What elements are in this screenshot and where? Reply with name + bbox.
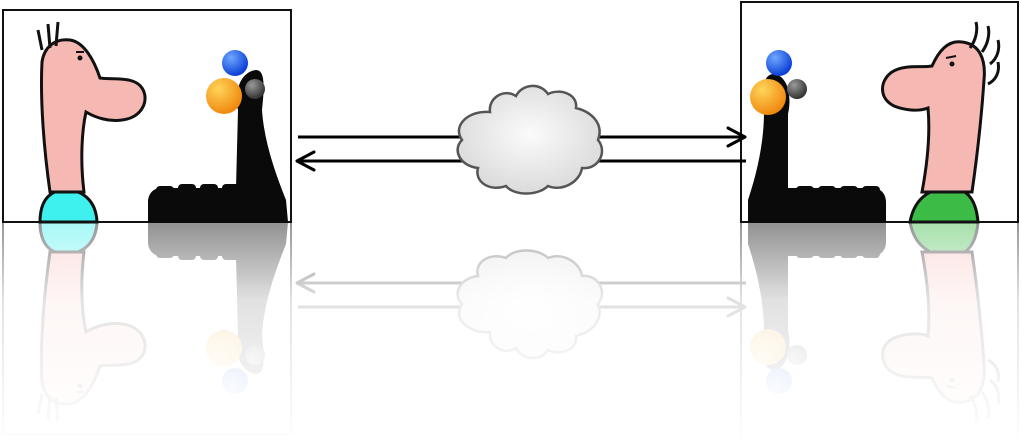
right-user-panel: [740, 1, 1019, 224]
left-joystick-icon: [148, 70, 288, 222]
left-user-panel: [2, 9, 292, 224]
orange-ball-icon: [206, 78, 242, 114]
blue-ball-icon: [222, 50, 248, 76]
right-person-icon: [881, 21, 1001, 224]
gray-ball-icon: [787, 79, 807, 99]
orange-ball-icon: [750, 79, 786, 115]
left-person-icon: [36, 21, 147, 224]
blue-ball-icon: [766, 50, 792, 76]
diagram-reflection: [1, 220, 1020, 444]
gray-ball-icon: [245, 79, 265, 99]
right-joystick-icon: [748, 74, 886, 222]
cloud-icon: [456, 84, 604, 195]
diagram-scene: [2, 1, 1019, 224]
